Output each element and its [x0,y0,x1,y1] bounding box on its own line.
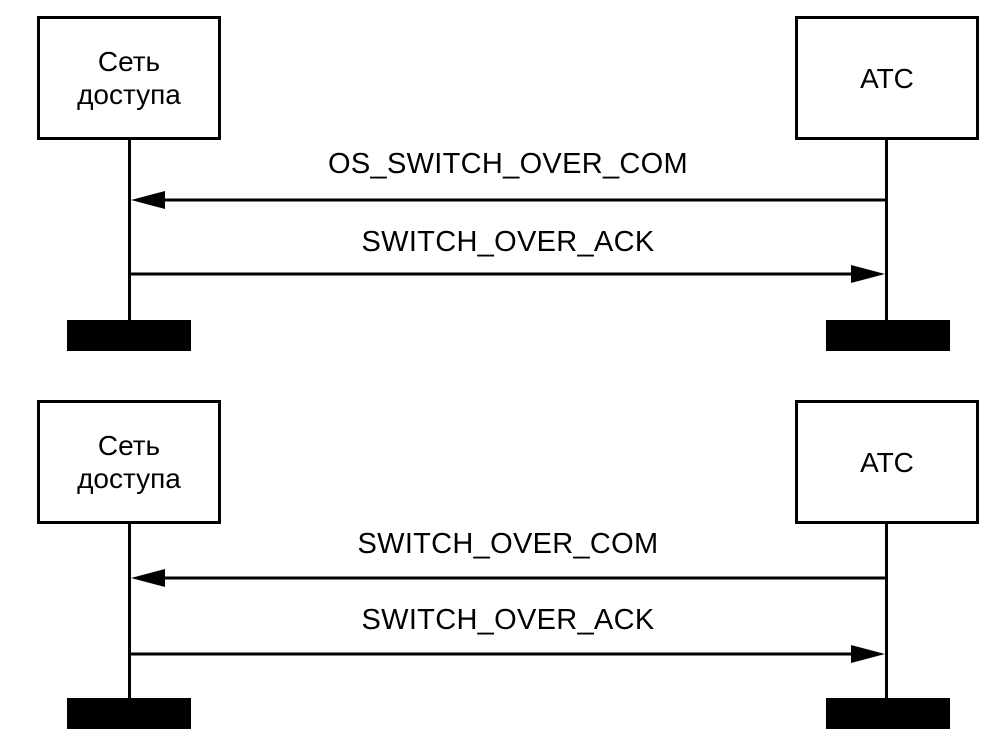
lifeline-left [128,140,131,322]
entity-exchange: АТС [795,400,979,524]
arrow-right-to-left [131,569,885,587]
entity-label: АТС [860,446,914,478]
entity-exchange: АТС [795,16,979,140]
arrow-right-to-left [131,191,885,209]
lifeline-end-bar-left [67,698,191,729]
message-label: SWITCH_OVER_ACK [361,226,655,258]
lifeline-right [885,140,888,322]
message-label: SWITCH_OVER_COM [357,528,659,560]
lifeline-end-bar-left [67,320,191,351]
sequence-diagram-1: Сеть доступа АТС OS_SWITCH_OVER_COM SWIT… [0,0,1002,370]
lifeline-left [128,524,131,704]
lifeline-end-bar-right [826,320,950,351]
sequence-diagram-2: Сеть доступа АТС SWITCH_OVER_COM SWITCH_… [0,382,1002,752]
message-label: OS_SWITCH_OVER_COM [328,148,688,180]
lifeline-right [885,524,888,704]
entity-access-network: Сеть доступа [37,16,221,140]
arrow-left-to-right [131,645,885,663]
entity-label: Сеть доступа [77,430,181,494]
arrow-left-to-right [131,265,885,283]
entity-label: АТС [860,62,914,94]
lifeline-end-bar-right [826,698,950,729]
message-label: SWITCH_OVER_ACK [361,604,655,636]
entity-access-network: Сеть доступа [37,400,221,524]
entity-label: Сеть доступа [77,46,181,110]
